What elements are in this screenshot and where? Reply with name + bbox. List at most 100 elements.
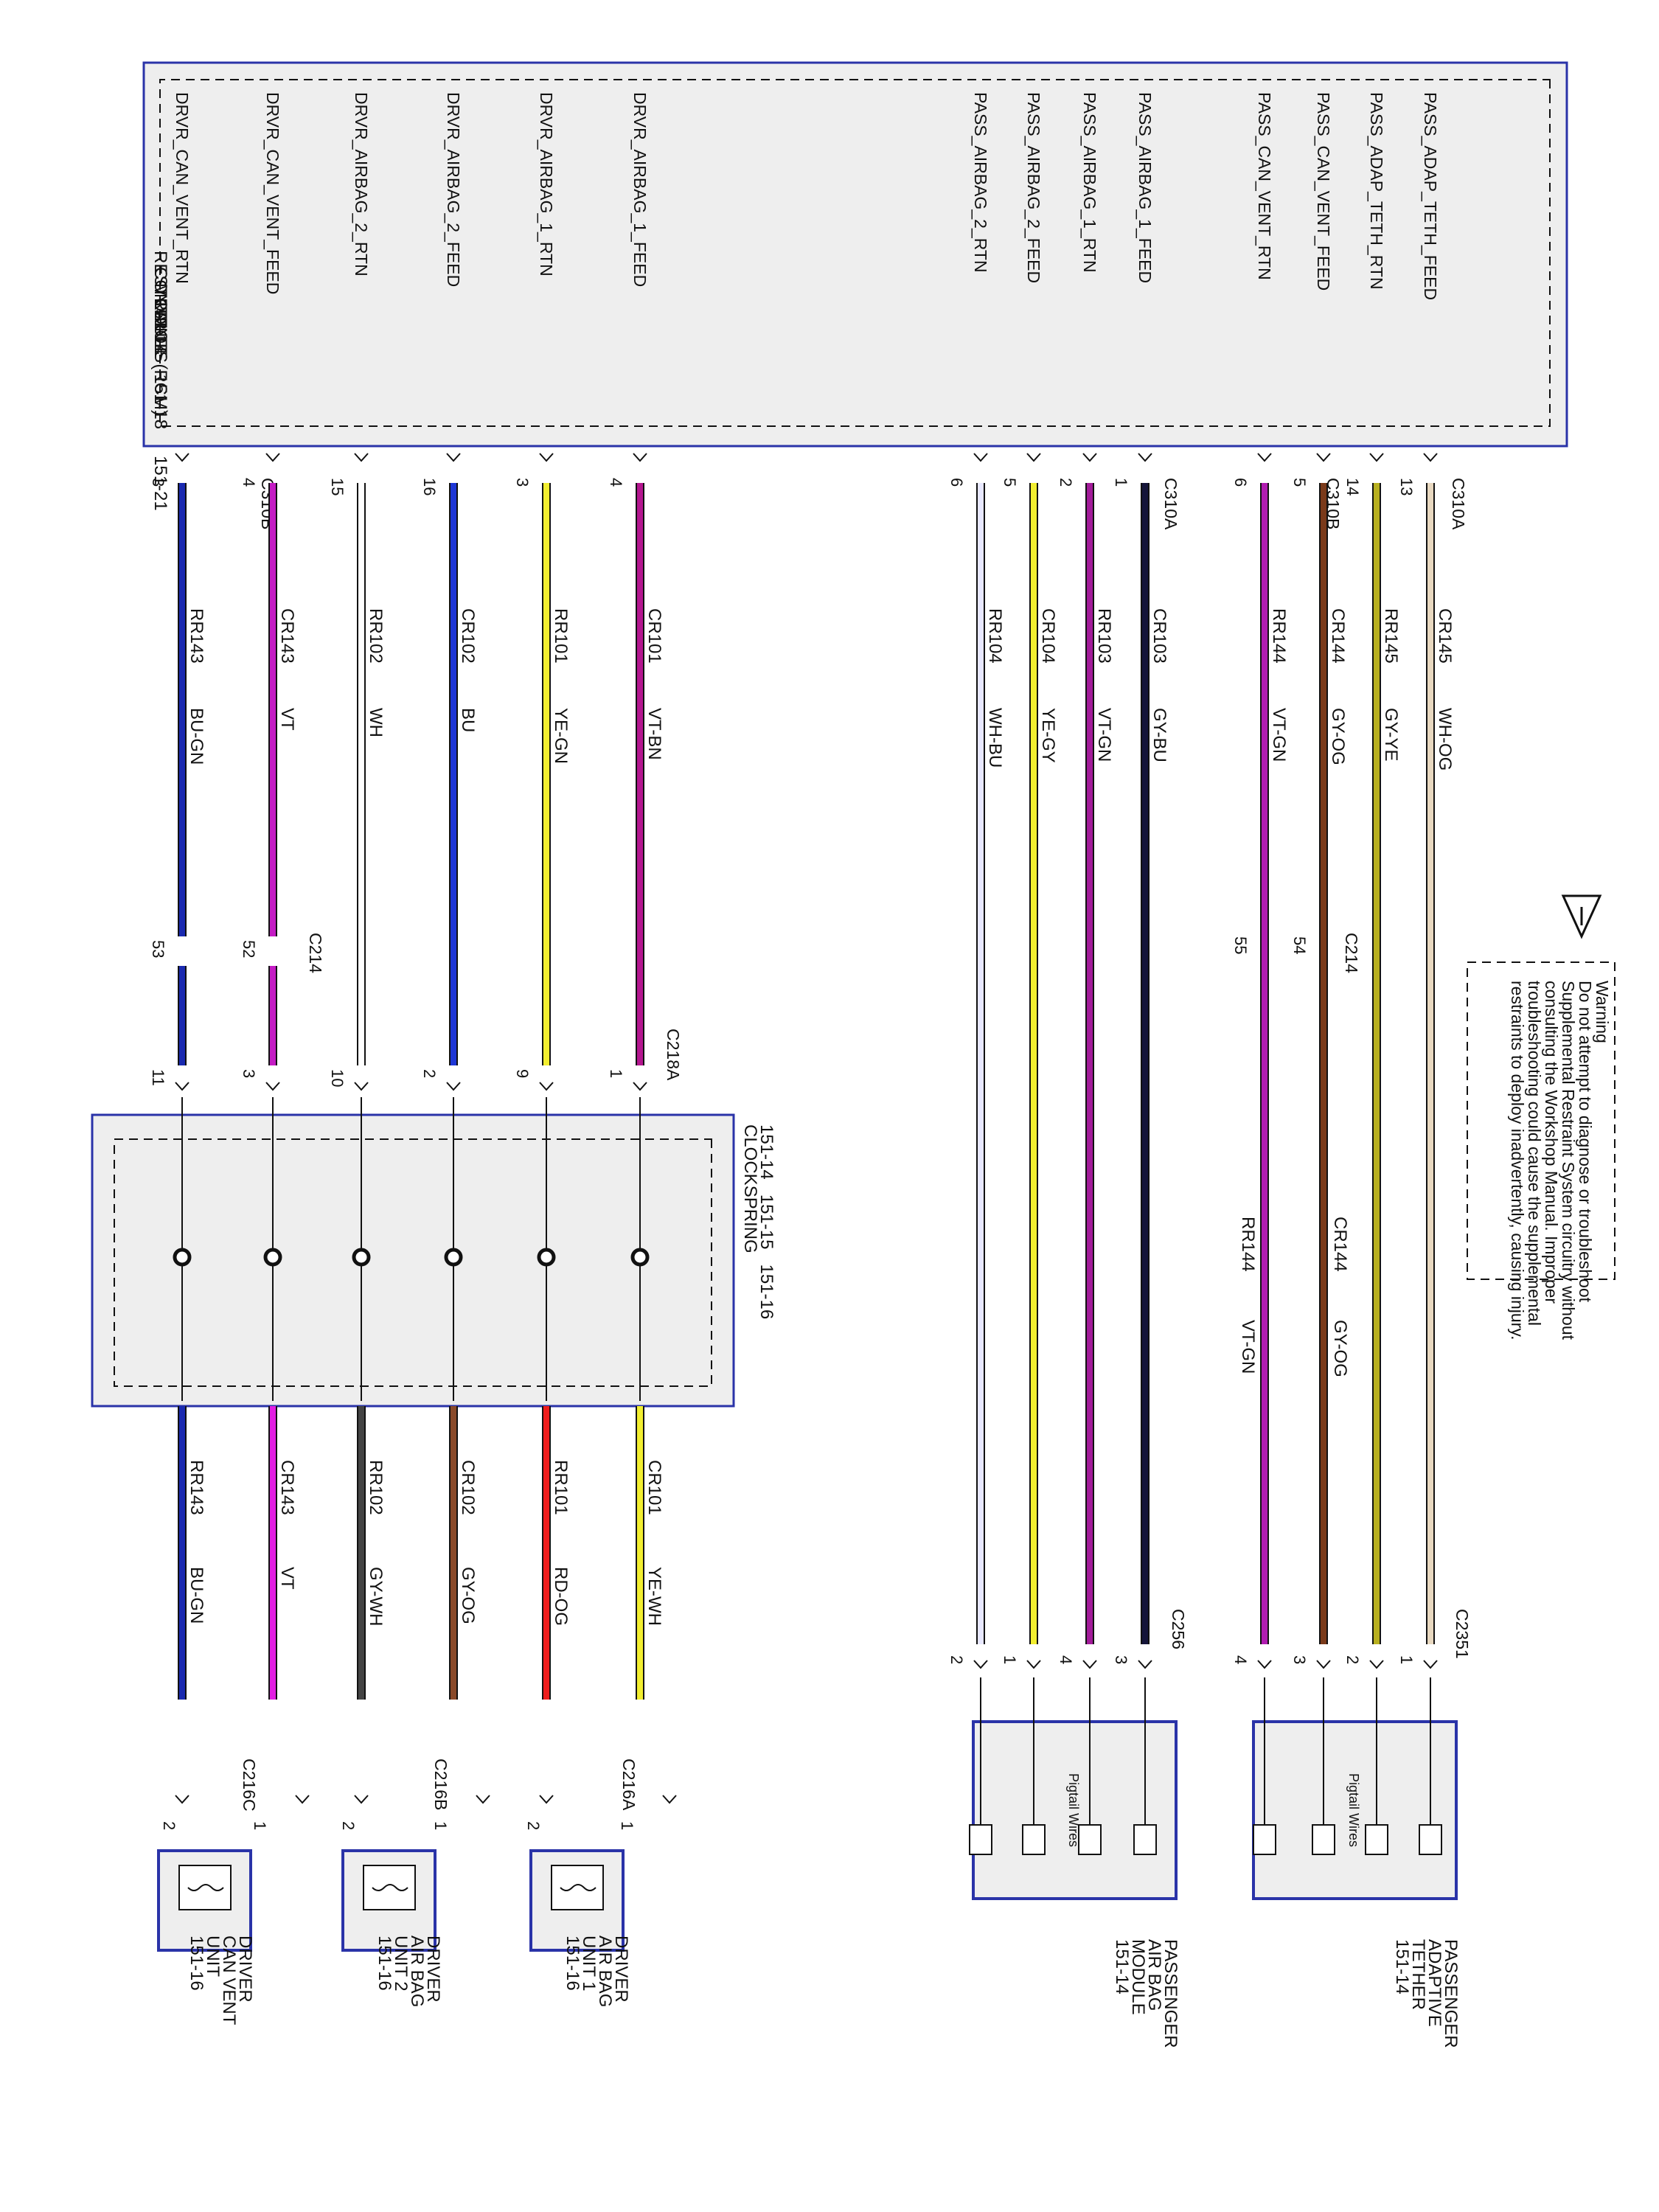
drvr-rcm-pin-arrow-1 [539, 453, 554, 462]
drvr-c218-arrow-2 [446, 1082, 461, 1091]
rcm-signal-pt-0: PASS_CAN_VENT_RTN [1255, 92, 1274, 280]
drvr2-caption-2: AIR BAG [407, 1935, 427, 2007]
drvr-circuit-2-3: RR102 [366, 1460, 386, 1515]
rcm-module: RESTRAINTS CONTROL MODULE (RCM) 151-14 1… [142, 61, 1568, 511]
drvr-end-arrow-3 [354, 1795, 369, 1804]
pt-end-arrow-0 [1257, 1660, 1272, 1669]
drvr-c218-arrow-0 [633, 1082, 647, 1091]
drvr-cs-terminal-0 [630, 1248, 650, 1267]
drvr-c218-pin-1: 9 [513, 1069, 532, 1078]
pt-end-pin-1: 3 [1290, 1655, 1309, 1664]
drvr-squib-coil-1 [372, 1884, 408, 1891]
pt-pigtail-term-1 [1312, 1824, 1335, 1855]
pa-rcm-pin-1: 5 [1001, 478, 1019, 487]
pt-circuit-1: CR144 [1328, 608, 1348, 664]
tether-mid-color-1: GY-OG [1330, 1320, 1350, 1377]
drvr-squib-coil-2 [187, 1884, 224, 1891]
pa-rcm-pin-0: 6 [947, 478, 966, 487]
drvr2-caption-1: DRIVER [423, 1935, 443, 2003]
drvr-rcm-pin-arrow-3 [354, 453, 369, 462]
c218a-label: C218A [664, 1029, 683, 1081]
drvr-color-2-5: BU-GN [187, 1567, 206, 1624]
warning-line-4: troubleshooting could cause the suppleme… [1525, 981, 1544, 1326]
c2351-label: C2351 [1453, 1609, 1472, 1659]
module-captions: PASSENGER ADAPTIVE TETHER 151-14 PASSENG… [187, 1935, 1461, 2048]
c216b-label: C216B [431, 1759, 451, 1810]
drvr-circuit-1-5: RR143 [187, 608, 206, 664]
tether-caption-2: ADAPTIVE [1425, 1939, 1444, 2027]
pt-color-1: GY-OG [1328, 708, 1348, 765]
tether-caption-4: 151-14 [1392, 1939, 1412, 1994]
rcm-signal-drvr-2: DRVR_AIRBAG_2_FEED [444, 92, 463, 287]
airbag-caption-3: MODULE [1128, 1939, 1148, 2015]
c216a-label: C216A [619, 1759, 639, 1811]
pt-circuit-3: CR145 [1435, 608, 1455, 664]
canvent-caption-4: 151-16 [187, 1935, 206, 1991]
drvr-end-arrow-2 [476, 1795, 490, 1804]
warning-line-2: Supplemental Restraint System circuitry … [1559, 981, 1578, 1340]
clockspring: CLOCKSPRING 151-14 151-15 151-16 [91, 1113, 776, 1408]
pt-color-3: WH-OG [1435, 708, 1455, 771]
warning-line-5: restraints to deploy inadvertently, caus… [1508, 981, 1527, 1340]
drvr1-caption-1: DRIVER [611, 1935, 631, 2003]
pa-rcm-pin-3: 1 [1112, 478, 1130, 487]
pt-rcm-pin-2: 14 [1343, 478, 1362, 495]
drvr-squib-coil-0 [560, 1884, 597, 1891]
drvr-cs-terminal-2 [444, 1248, 463, 1267]
pa-pigtail-term-0 [969, 1824, 992, 1855]
pt-end-arrow-3 [1423, 1660, 1438, 1669]
pt-end-arrow-1 [1316, 1660, 1331, 1669]
drvr2-caption-3: UNIT 2 [391, 1935, 411, 1992]
rcm-signal-drvr-0: DRVR_AIRBAG_1_FEED [630, 92, 650, 287]
pa-pigtail-term-3 [1133, 1824, 1157, 1855]
drvr-rcm-pin-arrow-2 [446, 453, 461, 462]
pt-rcm-pin-1: 5 [1290, 478, 1309, 487]
tether-mid-circuit-2: RR144 [1238, 1217, 1258, 1272]
drvr-cs-terminal-5 [173, 1248, 192, 1267]
pa-end-arrow-3 [1138, 1660, 1152, 1669]
pa-rcm-arrow-2 [1082, 453, 1097, 462]
rcm-title-3: MODULE (RCM) [150, 283, 170, 416]
drvr-color-1-5: BU-GN [187, 708, 206, 765]
c256-label: C256 [1169, 1609, 1188, 1649]
tether-caption-1: PASSENGER [1441, 1939, 1461, 2048]
drvr-c218-arrow-3 [354, 1082, 369, 1091]
clockspring-refs: 151-14 151-15 151-16 [757, 1124, 776, 1319]
pt-rcm-arrow-1 [1316, 453, 1331, 462]
pt-circuit-2: RR145 [1381, 608, 1401, 664]
pa-end-pin-0: 2 [947, 1655, 966, 1664]
drvr-squib-1 [363, 1865, 416, 1910]
drvr-rcm-pin-4: 4 [240, 478, 258, 487]
tether-caption-3: TETHER [1408, 1939, 1428, 2010]
drvr-color-2-3: GY-WH [366, 1567, 386, 1626]
warning-line-3: consulting the Workshop Manual. Improper [1542, 981, 1561, 1304]
drvr-cs-terminal-3 [352, 1248, 371, 1267]
drvr-squib-2 [178, 1865, 232, 1910]
pa-circuit-0: RR104 [985, 608, 1005, 664]
pa-color-1: YE-GY [1038, 708, 1058, 763]
pt-circuit-0: RR144 [1269, 608, 1289, 664]
drvr-circuit-2-2: CR102 [458, 1460, 478, 1515]
pt-rcm-arrow-2 [1369, 453, 1384, 462]
drvr-c218-pin-4: 3 [240, 1069, 258, 1078]
rcm-signal-pa-0: PASS_AIRBAG_2_RTN [971, 92, 990, 273]
pa-color-2: VT-GN [1094, 708, 1114, 762]
drvr1-caption-4: 151-16 [563, 1935, 582, 1991]
pt-pigtail-term-3 [1419, 1824, 1442, 1855]
tether-mid-labels: CR144 GY-OG RR144 VT-GN [1238, 1217, 1350, 1377]
c216c-label: C216C [240, 1759, 259, 1812]
pt-color-2: GY-YE [1381, 708, 1401, 761]
drvr-end-pin-4: 1 [251, 1821, 269, 1830]
drvr2-caption-4: 151-16 [375, 1935, 394, 1991]
drvr-c218-pin-2: 2 [420, 1069, 439, 1078]
pa-rcm-arrow-3 [1138, 453, 1152, 462]
pa-end-pin-1: 1 [1001, 1655, 1019, 1664]
pa-rcm-arrow-1 [1026, 453, 1041, 462]
drvr-circuit-2-5: RR143 [187, 1460, 206, 1515]
c310a-pass-airbag-label: C310A [1161, 478, 1180, 530]
canvent-caption-3: UNIT [203, 1935, 223, 1977]
rcm-signal-drvr-3: DRVR_AIRBAG_2_RTN [352, 92, 371, 276]
drvr-color-2-4: VT [277, 1567, 297, 1590]
warning-title: Warning [1593, 981, 1612, 1043]
